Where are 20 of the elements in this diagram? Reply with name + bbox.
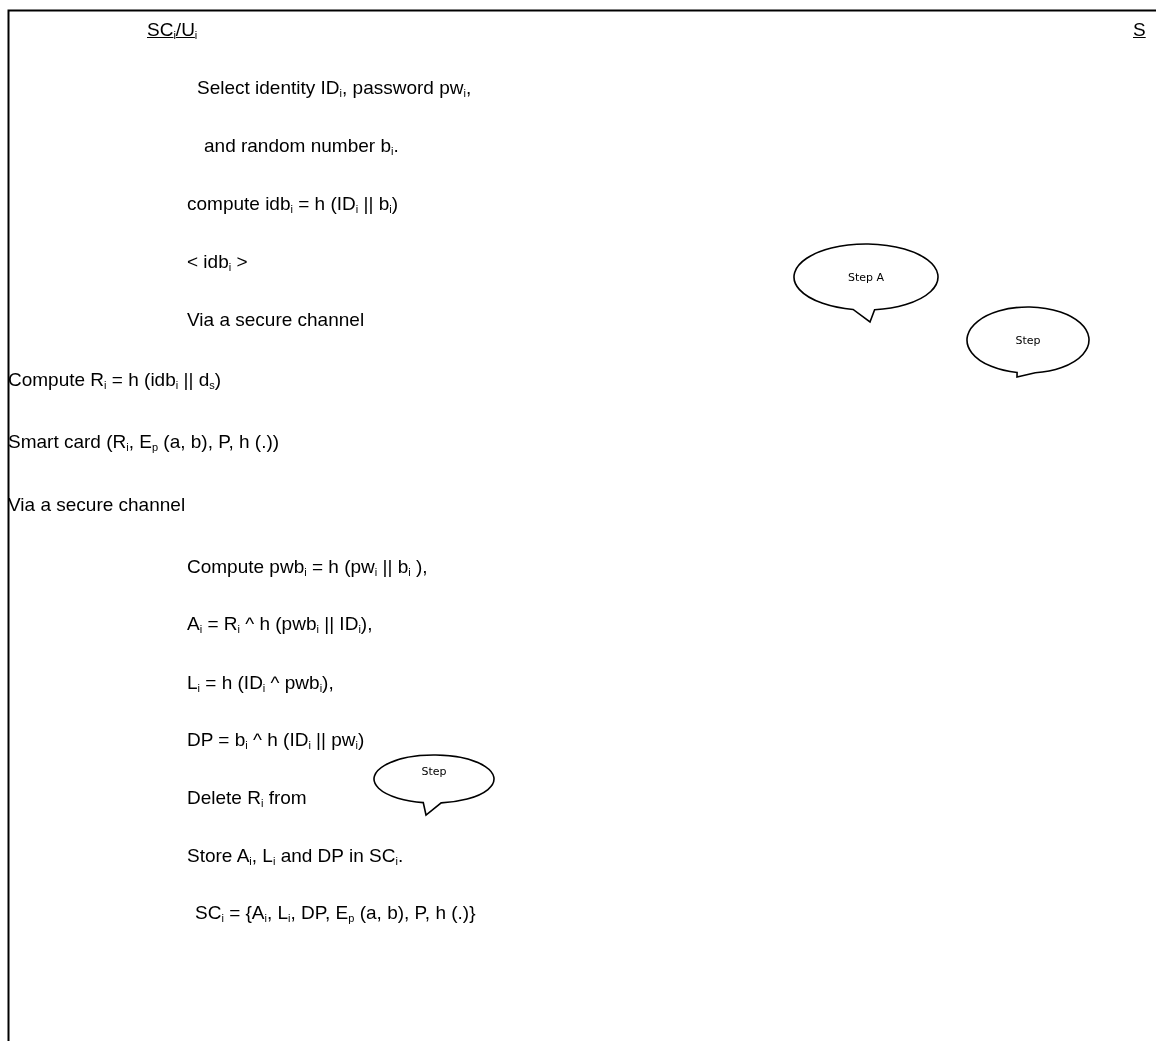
formula: Compute R$_{i}$ = h (idb$_{i}$ || d$_{s}$) xyxy=(8,369,222,391)
formula: A$_{i}$ = R$_{i}$ ^ h (pwb$_{i}$ || ID$_{i}$), xyxy=(187,613,373,635)
callout-text: Step xyxy=(421,764,447,778)
formula: DP = b$_{i}$ ^ h (ID$_{i}$ || pw$_{i}$) xyxy=(187,729,365,751)
step-text: and random number b$_{i}$. xyxy=(204,135,399,157)
formula: L$_{i}$ = h (ID$_{i}$ ^ pwb$_{i}$), xyxy=(187,672,334,694)
formula: compute idb$_{i}$ = h (ID$_{i}$ || b$_{i}$) xyxy=(187,193,399,215)
step-text: Store A$_{i}$, L$_{i}$ and DP in SC$_{i}$. xyxy=(187,845,404,867)
column-heading: SC$_{i}$/U$_{i}$ xyxy=(147,19,198,41)
step-text: Select identity ID$_{i}$, password pw$_{i}$, xyxy=(197,77,472,99)
formula: SC$_{i}$ = {A$_{i}$, L$_{i}$, DP, E$_{p}$ (a, b), P, h (.)} xyxy=(195,902,476,924)
channel-note: Via a secure channel xyxy=(187,309,365,331)
step-text: Delete R$_{i}$ from xyxy=(187,787,307,809)
callout-text: Step xyxy=(1015,333,1041,347)
channel-note: Via a secure channel xyxy=(8,494,186,516)
message: < idb$_{i}$ > xyxy=(187,251,248,273)
column-heading: S xyxy=(1133,19,1146,41)
callout-text: Step A xyxy=(847,270,885,284)
formula: Compute pwb$_{i}$ = h (pw$_{i}$ || b$_{i}$ ), xyxy=(187,556,428,578)
smart-card-contents: Smart card (R$_{i}$, E$_{p}$ (a, b), P, h (.)) xyxy=(8,431,280,453)
